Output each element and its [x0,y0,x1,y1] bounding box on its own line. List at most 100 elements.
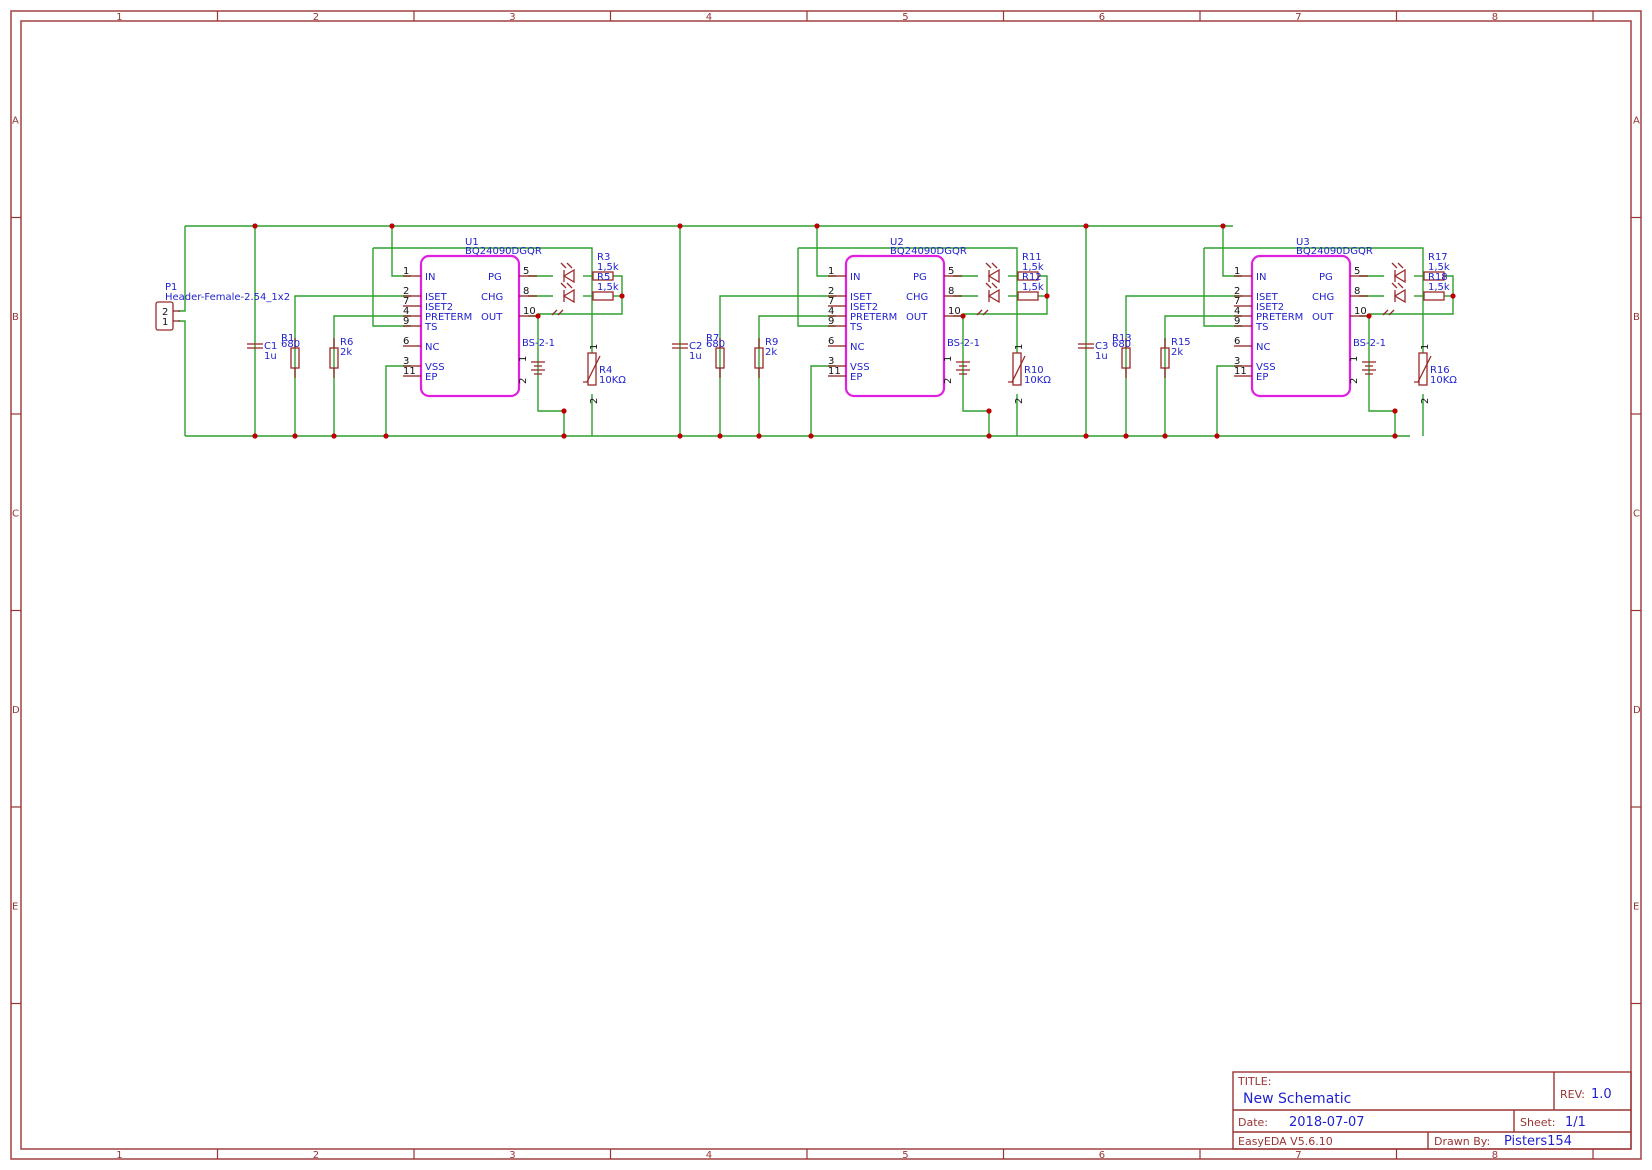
ic-pin-number-left: 6 [828,336,834,347]
drawn-by-value: Pisters154 [1504,1134,1572,1149]
thermistor-ref: R10 [1024,365,1044,376]
ts-loop-top [373,247,593,326]
thermistor-pin1: 1 [1420,344,1431,350]
thermistor-value: 10KΩ [1430,375,1457,386]
battery-pin1: 1 [1349,356,1360,362]
chg-resistor-ref: R5 [597,272,610,283]
ic-pin-name-left: ISET [1256,292,1279,303]
iset-resistor-value: 680 [281,339,300,350]
ic-pin-number-left: 2 [828,286,834,297]
ic-value: BQ24090DGQR [465,246,542,257]
vss-wire [810,365,836,436]
ic-pin-number-left: 3 [403,356,409,367]
preterm-resistor-ref: R15 [1171,337,1191,348]
preterm-resistor-ref: R9 [765,337,778,348]
ic-pin-number-left: 3 [1234,356,1240,367]
ic-pin-number-left: 7 [1234,296,1240,307]
col-label-bottom: 2 [313,1150,319,1161]
cap-ref: C1 [264,341,277,352]
wire-junction [535,313,541,319]
ic-pin-name-left: NC [425,342,439,353]
wire-junction [808,433,814,439]
header-pin1-number: 1 [162,317,168,328]
ic-pin-number-right: 10 [523,306,536,317]
row-label-right: B [1633,312,1640,323]
pg-led-triangle [1393,268,1406,284]
wires [178,225,1410,437]
ic-pin-name-right: OUT [1312,312,1334,323]
led-supply-wire [538,296,623,315]
batt-wire [962,316,989,412]
chg-resistor-ref: R18 [1428,272,1448,283]
wire-junction [252,433,258,439]
battery-pin1: 1 [518,356,529,362]
batt-wire [1368,316,1395,412]
ic-pin-name-left: ISET2 [850,302,878,313]
ic-pin-name-left: PRETERM [1256,312,1303,323]
col-label-bottom: 5 [902,1150,908,1161]
cap-ref: C2 [689,341,702,352]
header-value: Header-Female-2.54_1x2 [165,292,290,303]
title-label: TITLE: [1237,1075,1271,1088]
cap-value: 1u [264,351,277,362]
thermistor-slash [583,355,601,383]
row-label-right: C [1633,508,1640,519]
title-block: TITLE: New Schematic REV: 1.0 Date: 2018… [1232,1071,1632,1150]
ic-pin-name-left: NC [1256,342,1270,353]
thermistor-body [1012,352,1022,386]
ic-pin-number-left: 7 [828,296,834,307]
col-label-top: 3 [509,12,515,23]
chg-led-triangle [987,288,1000,304]
battery-ref: BS-2-1 [522,338,555,349]
header-ref: P1 [165,282,177,293]
pg-led-triangle [562,268,575,284]
thermistor-pin2: 2 [1420,398,1431,404]
chg-led-emission [1391,282,1404,289]
ts-loop-left [1203,248,1242,327]
battery-pin2: 2 [1349,378,1360,384]
col-label-top: 1 [116,12,122,23]
ic-pin-name-right: OUT [906,312,928,323]
thermistor-slash [1008,355,1026,383]
preterm-wire [1164,315,1242,436]
chg-resistor-ref: R12 [1022,272,1042,283]
battery-pin2: 2 [943,378,954,384]
ic-pin-name-right: PG [488,272,502,283]
ic-pin-number-left: 3 [828,356,834,367]
preterm-wire [758,315,836,436]
ic-pin-name-left: IN [425,272,435,283]
ic-pin-number-left: 1 [403,266,409,277]
header-pin2-wire [178,226,186,312]
ic-pin-number-right: 8 [523,286,529,297]
thermistor-pin1: 1 [1014,344,1025,350]
res-right-wire [1038,275,1048,296]
charger-blocks: U1BQ24090DGQR1IN2ISET7ISET24PRETERM9TS6N… [247,223,1457,439]
wire-junction [1392,408,1398,414]
wire-junction [814,223,820,229]
ic-pin-number-left: 6 [403,336,409,347]
iset-resistor-value: 680 [1112,339,1131,350]
charger-block-3: U3BQ24090DGQR1IN2ISET7ISET24PRETERM9TS6N… [1078,223,1457,439]
chg-resistor-body [1423,291,1445,301]
drawing-frame [10,10,1642,1160]
header-pin2-number: 2 [162,307,168,318]
chg-led-emission [560,282,573,289]
wire-junction [986,408,992,414]
wire-junction [1123,433,1129,439]
ic-pin-name-right: CHG [481,292,503,303]
iset-resistor-ref: R1 [281,333,294,344]
header-pin1-wire [178,320,186,436]
ic-pin-name-left: TS [424,322,437,333]
ic-pin-number-left: 2 [403,286,409,297]
wire-junction [717,433,723,439]
thermistor-pin2: 2 [1014,398,1025,404]
ic-pin-number-left: 9 [828,316,834,327]
col-label-top: 6 [1099,12,1105,23]
wire-junction [1044,293,1050,299]
sheet-value: 1/1 [1565,1115,1586,1130]
wire-junction [1392,433,1398,439]
ic-pin-name-left: TS [1255,322,1268,333]
ic-ref: U2 [890,237,904,248]
ic-pin-number-right: 5 [1354,266,1360,277]
